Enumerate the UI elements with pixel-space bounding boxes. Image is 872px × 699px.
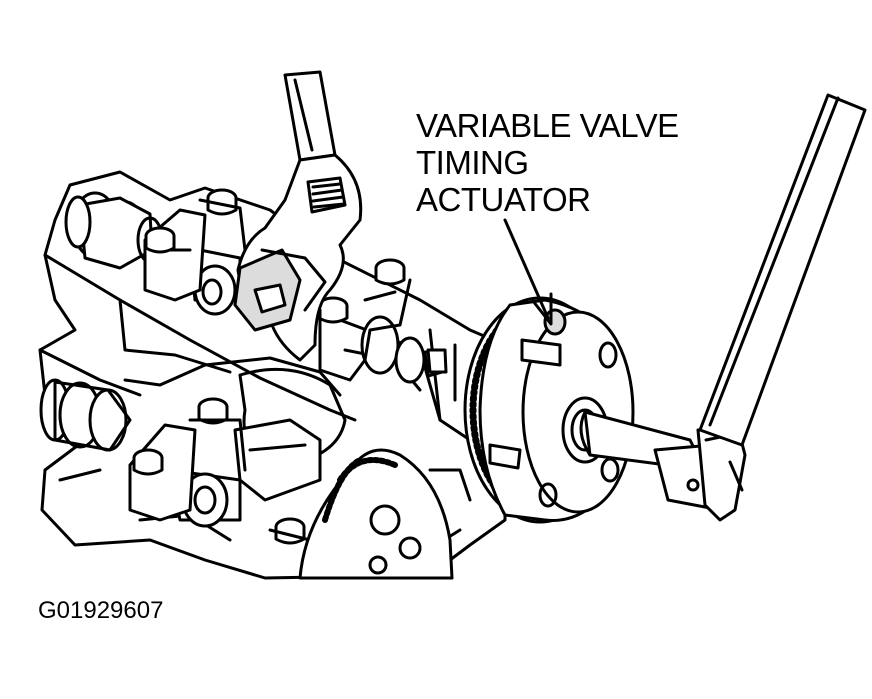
vvt-actuator [463,296,635,524]
camshaft-upper [64,191,444,422]
callout-label-line-2: TIMING [416,144,529,181]
bolt [374,258,406,286]
worm-gear [306,176,347,214]
callout-label-line-3: ACTUATOR [416,181,591,218]
bolt [132,448,164,476]
adjustable-wrench [233,70,363,362]
bolt [274,517,306,545]
bolt [317,296,349,324]
callout-leader [503,218,553,326]
exhaust-sprocket [298,448,472,580]
figure-code: G01929607 [38,597,164,624]
ratchet-wrench [579,93,867,522]
bolt [144,226,176,254]
callout-label-line-1: VARIABLE VALVE [416,107,679,144]
cam-cap-bolts [132,188,406,545]
